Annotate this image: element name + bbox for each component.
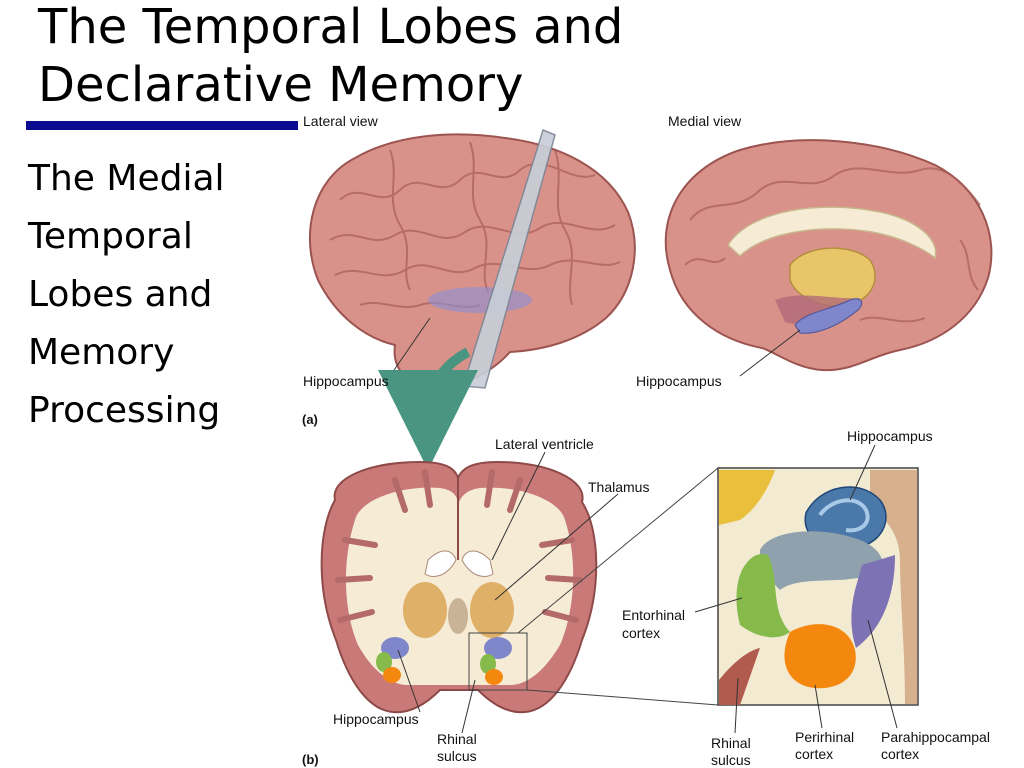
lateral-ventricle-left xyxy=(424,550,457,577)
corpus-callosum xyxy=(727,206,937,260)
title-line-2: Declarative Memory xyxy=(38,57,524,113)
entorhinal-inset xyxy=(736,553,790,638)
label-panel-a: (a) xyxy=(302,412,318,427)
label-entorhinal-2: cortex xyxy=(622,625,660,641)
entorhinal-coronal-right xyxy=(480,654,496,674)
zoom-line-bottom xyxy=(526,689,719,706)
label-entorhinal-1: Entorhinal xyxy=(622,607,685,623)
thalamus-inset xyxy=(719,470,775,525)
label-rhinal-2: sulcus xyxy=(437,748,477,764)
label-perirhinal-2: cortex xyxy=(795,746,833,762)
bullet-line: Lobes and xyxy=(28,274,213,315)
label-lateral-view: Lateral view xyxy=(303,113,379,129)
gyri-pattern xyxy=(684,167,981,323)
label-rhinal-1: Rhinal xyxy=(437,731,477,747)
leader-lines xyxy=(397,444,898,734)
label-rhinal-inset-1: Rhinal xyxy=(711,735,751,751)
coronal-section xyxy=(320,460,598,714)
leader-line xyxy=(391,317,431,374)
parahippocampal-inset xyxy=(851,555,895,648)
hippocampus-inset-curl xyxy=(818,498,870,533)
label-parahippocampal-2: cortex xyxy=(881,746,919,762)
label-hippocampus-lateral: Hippocampus xyxy=(303,373,389,389)
leader-line xyxy=(739,329,801,377)
cortex-folds xyxy=(335,469,583,623)
bullet-line: Memory xyxy=(28,332,175,373)
label-perirhinal-1: Perirhinal xyxy=(795,729,854,745)
white-matter xyxy=(345,487,574,685)
bullet-text: The Medial Temporal Lobes and Memory Pro… xyxy=(28,150,225,440)
label-rhinal-inset-2: sulcus xyxy=(711,752,751,768)
entorhinal-coronal-left xyxy=(376,652,392,672)
section-plane xyxy=(462,128,556,389)
inset-box xyxy=(468,632,528,691)
label-hippocampus-medial: Hippocampus xyxy=(636,373,722,389)
perirhinal-coronal-left xyxy=(383,667,401,683)
hippocampus-inset-body xyxy=(760,531,883,590)
label-panel-b: (b) xyxy=(302,752,319,767)
title-line-1: The Temporal Lobes and xyxy=(38,0,624,55)
label-lateral-ventricle: Lateral ventricle xyxy=(495,436,594,452)
medial-temporal-area xyxy=(775,295,860,325)
hippocampus-medial xyxy=(794,298,863,334)
thalamus-right xyxy=(470,582,514,638)
perirhinal-coronal-right xyxy=(485,669,503,685)
third-ventricle-area xyxy=(448,598,468,634)
bullet-line: Temporal xyxy=(28,216,193,257)
zoom-line-top xyxy=(517,467,719,634)
slide-title: The Temporal Lobes and Declarative Memor… xyxy=(38,0,623,114)
medial-brain xyxy=(664,139,993,377)
lateral-brain xyxy=(308,128,636,390)
lateral-ventricle-right xyxy=(461,550,494,577)
label-medial-view: Medial view xyxy=(668,113,742,129)
title-underline xyxy=(26,121,298,130)
label-parahippocampal-1: Parahippocampal xyxy=(881,729,990,745)
hippocampus-coronal-right xyxy=(484,637,512,659)
adjacent-tissue-right xyxy=(870,470,917,704)
label-hippocampus-coronal: Hippocampus xyxy=(333,711,419,727)
curved-arrow xyxy=(378,347,479,470)
bullet-line: Processing xyxy=(28,390,221,431)
label-hippocampus-inset: Hippocampus xyxy=(847,428,933,444)
rhinal-sulcus-tissue xyxy=(719,648,760,705)
thalamus-left xyxy=(403,582,447,638)
enlarged-inset xyxy=(717,467,919,706)
label-thalamus: Thalamus xyxy=(588,479,649,495)
perirhinal-inset xyxy=(784,624,856,689)
hippocampus-lateral xyxy=(428,287,532,313)
bullet-line: The Medial xyxy=(28,158,225,199)
